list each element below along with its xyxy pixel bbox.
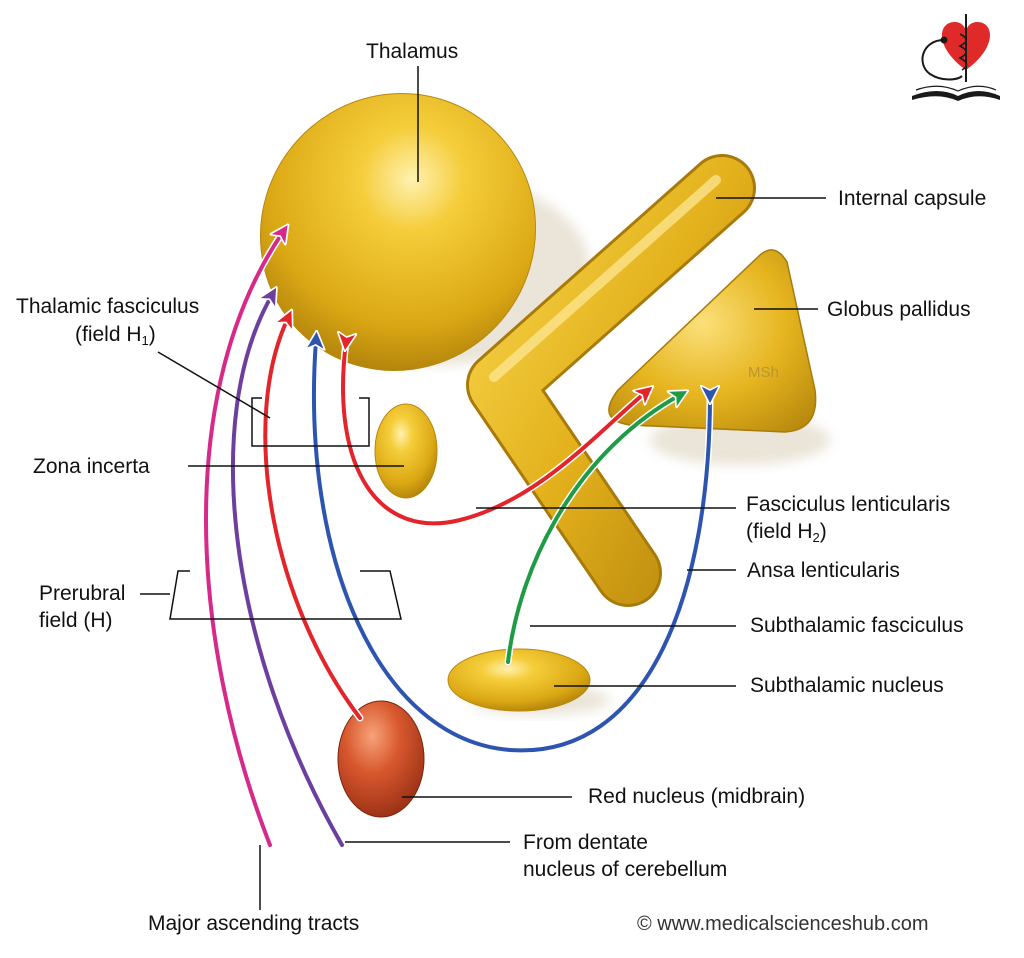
purple-tract-line (230, 295, 344, 847)
subthalamic-fasciculus-line (506, 395, 680, 664)
logo (912, 14, 1000, 101)
label-ansa-lenticularis: Ansa lenticularis (747, 559, 900, 582)
label-thalamic-fasciculus-field: (field H1) (75, 323, 156, 348)
red-nucleus-tract-line (263, 318, 362, 720)
label-thalamus: Thalamus (366, 40, 459, 63)
label-fasciculus-lenticularis: Fasciculus lenticularis (746, 493, 951, 516)
label-internal-capsule: Internal capsule (838, 187, 987, 210)
label-prerubral-field: Prerubral (39, 582, 126, 605)
tract-major-ascending-magenta (202, 228, 287, 849)
ansa-lenticularis-line (314, 340, 710, 753)
label-dentate-nucleus: From dentate (523, 831, 648, 854)
leader-lines (140, 66, 826, 910)
magenta-tract-line (204, 232, 283, 847)
label-dentate-nucleus-cerebellum: nucleus of cerebellum (523, 858, 728, 881)
label-thalamic-fasciculus: Thalamic fasciculus (16, 295, 200, 318)
label-red-nucleus: Red nucleus (midbrain) (588, 785, 806, 808)
label-fasciculus-lenticularis-field: (field H2) (746, 520, 827, 545)
label-zona-incerta: Zona incerta (33, 455, 150, 478)
fasciculus-lenticularis-line (343, 342, 646, 526)
watermark-msh: MSh (748, 364, 779, 381)
label-prerubral-field-h: field (H) (39, 609, 113, 632)
label-subthalamic-nucleus: Subthalamic nucleus (750, 674, 944, 697)
label-subthalamic-fasciculus: Subthalamic fasciculus (750, 614, 964, 637)
credit-url: © www.medicalscienceshub.com (637, 913, 929, 935)
label-major-ascending-tracts: Major ascending tracts (148, 912, 360, 935)
subthalamic-nucleus-shape (447, 648, 591, 712)
red-nucleus-shape (337, 700, 425, 818)
label-globus-pallidus: Globus pallidus (827, 298, 971, 321)
zona-incerta-shape (374, 403, 438, 499)
